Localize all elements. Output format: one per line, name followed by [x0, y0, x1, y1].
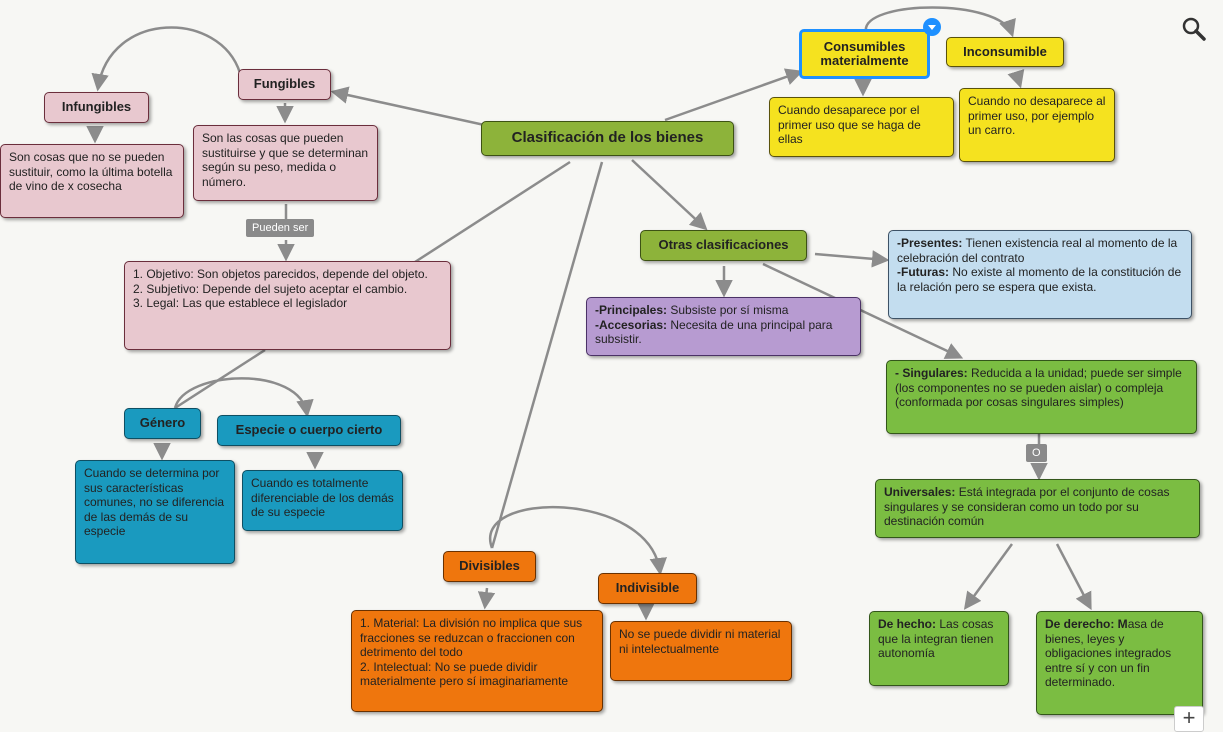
de-hecho-node[interactable]: De hecho: Las cosas que la integran tien… — [869, 611, 1009, 686]
universales-text: Está integrada por el conjunto de cosas … — [884, 485, 1170, 528]
singulares-text: Reducida a la unidad; puede ser simple (… — [895, 366, 1182, 409]
infungibles-description[interactable]: Son cosas que no se pueden sustituir, co… — [0, 144, 184, 218]
zoom-in-button[interactable]: + — [1174, 706, 1204, 732]
hecho-label: De hecho: — [878, 617, 937, 631]
universales-label: Universales: — [884, 485, 956, 499]
genero-description[interactable]: Cuando se determina por sus característi… — [75, 460, 235, 564]
futuras-label: -Futuras: — [897, 265, 949, 279]
o-label[interactable]: O — [1026, 444, 1047, 462]
search-icon[interactable] — [1181, 16, 1207, 42]
divisibles-types[interactable]: 1. Material: La división no implica que … — [351, 610, 603, 712]
consumibles-description[interactable]: Cuando desaparece por el primer uso que … — [769, 97, 954, 157]
derecho-text: asa de bienes, leyes y obligaciones inte… — [1045, 617, 1172, 689]
selection-badge-icon[interactable] — [923, 18, 941, 36]
type-material: 1. Material: La división no implica que … — [360, 616, 583, 659]
accesorias-label: -Accesorias: — [595, 317, 668, 332]
fungibles-description[interactable]: Son las cosas que pueden sustituirse y q… — [193, 125, 378, 201]
accesorias-text: Necesita de una principal para subsistir… — [595, 317, 833, 347]
fungibles-node[interactable]: Fungibles — [238, 69, 331, 100]
de-derecho-node[interactable]: De derecho: Masa de bienes, leyes y obli… — [1036, 611, 1203, 715]
genero-node[interactable]: Género — [124, 408, 201, 439]
otras-clasificaciones-node[interactable]: Otras clasificaciones — [640, 230, 807, 261]
especie-description[interactable]: Cuando es totalmente diferenciable de lo… — [242, 470, 403, 531]
type-intelectual: 2. Intelectual: No se puede dividir mate… — [360, 659, 569, 689]
principales-text: Subsiste por sí misma — [667, 303, 789, 317]
presentes-futuras-node[interactable]: -Presentes: Tienen existencia real al mo… — [888, 230, 1192, 319]
type-subjetivo: 2. Subjetivo: Depende del sujeto aceptar… — [133, 281, 408, 296]
principales-label: -Principales: — [595, 303, 668, 317]
inconsumible-node[interactable]: Inconsumible — [946, 37, 1064, 67]
fungibles-types[interactable]: 1. Objetivo: Son objetos parecidos, depe… — [124, 261, 451, 350]
consumibles-node[interactable]: Consumibles materialmente — [799, 29, 930, 79]
universales-node[interactable]: Universales: Está integrada por el conju… — [875, 479, 1200, 538]
futuras-text: No existe al momento de la constitución … — [897, 265, 1182, 294]
presentes-text: Tienen existencia real al momento de la … — [897, 236, 1178, 265]
type-objetivo: 1. Objetivo: Son objetos parecidos, depe… — [133, 267, 428, 281]
singulares-node[interactable]: - Singulares: Reducida a la unidad; pued… — [886, 360, 1197, 434]
indivisible-node[interactable]: Indivisible — [598, 573, 697, 604]
type-legal: 3. Legal: Las que establece el legislado… — [133, 296, 348, 310]
presentes-label: -Presentes: — [897, 236, 963, 250]
inconsumible-description[interactable]: Cuando no desaparece al primer uso, por … — [959, 88, 1115, 162]
principales-accesorias-node[interactable]: -Principales: Subsiste por sí misma -Acc… — [586, 297, 861, 356]
pueden-ser-label[interactable]: Pueden ser — [246, 219, 315, 237]
infungibles-node[interactable]: Infungibles — [44, 92, 149, 123]
divisibles-node[interactable]: Divisibles — [443, 551, 536, 582]
root-node[interactable]: Clasificación de los bienes — [481, 121, 734, 156]
hecho-text: Las cosas que la integran tienen autonom… — [878, 617, 994, 660]
indivisible-description[interactable]: No se puede dividir ni material ni intel… — [610, 621, 792, 681]
singulares-label: - Singulares: — [895, 366, 968, 380]
especie-node[interactable]: Especie o cuerpo cierto — [217, 415, 401, 446]
derecho-label: De derecho: M — [1045, 617, 1128, 631]
